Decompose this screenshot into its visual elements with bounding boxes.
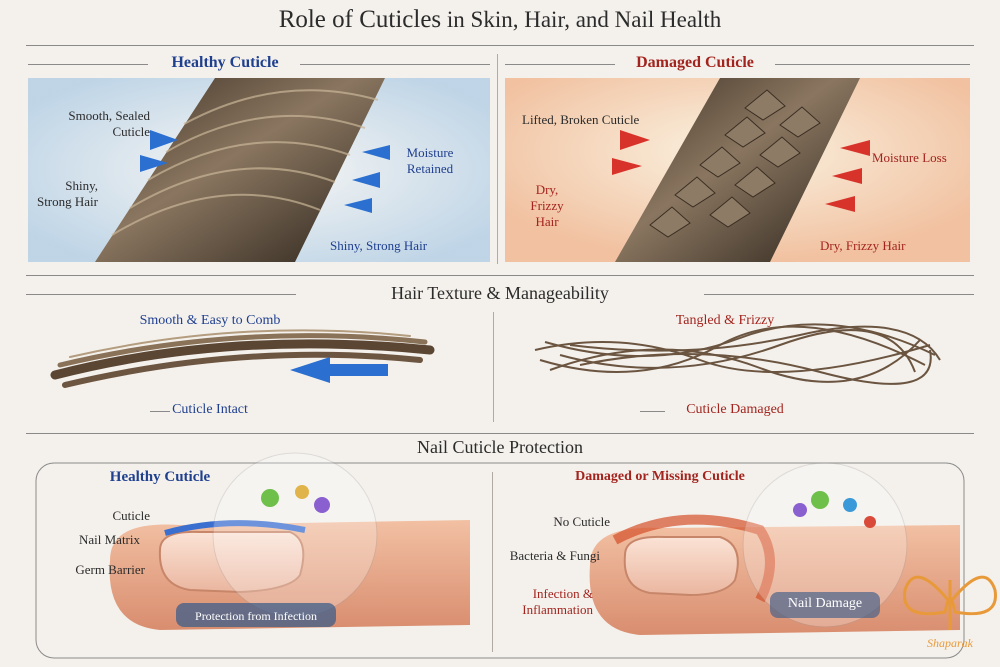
frizzy-hair-strands xyxy=(534,323,941,385)
label-moisture-retained: Moisture Retained xyxy=(406,145,454,176)
divider-s1-right-a xyxy=(505,64,615,65)
label-cuticle-intact: Cuticle Intact xyxy=(172,402,248,417)
tick-cuticle-damaged xyxy=(640,411,665,412)
tick-cuticle-intact xyxy=(150,411,170,412)
divider-s1-right-b xyxy=(775,64,970,65)
label-protection-from-infection: Protection from Infection xyxy=(195,609,317,623)
divider-s2-top xyxy=(26,275,974,276)
label-moisture-loss: Moisture Loss xyxy=(872,150,947,165)
nail-cuticle-heading: Nail Cuticle Protection xyxy=(350,437,650,458)
label-smooth-easy-comb: Smooth & Easy to Comb xyxy=(139,313,281,328)
divider-s1-left-a xyxy=(28,64,148,65)
label-nail-matrix: Nail Matrix xyxy=(78,532,140,547)
vertical-divider-s2 xyxy=(493,312,494,422)
label-dry-frizzy-hair-left: Dry, Frizzy Hair xyxy=(530,182,564,229)
damaged-finger xyxy=(589,462,960,635)
divider-s3-top xyxy=(26,433,974,434)
nail-damaged-heading: Damaged or Missing Cuticle xyxy=(575,469,745,484)
label-dry-frizzy-hair-bottom: Dry, Frizzy Hair xyxy=(820,238,906,253)
label-nail-damage: Nail Damage xyxy=(787,596,863,611)
nail-healthy-heading: Healthy Cuticle xyxy=(109,469,211,485)
page-title: Role of Cuticles in Skin, Hair, and Nail… xyxy=(0,6,1000,34)
label-shiny-strong-hair-bottom: Shiny, Strong Hair xyxy=(330,238,428,253)
label-infection-inflammation: Infection & Inflammation xyxy=(522,586,593,617)
label-no-cuticle: No Cuticle xyxy=(553,514,610,529)
smooth-hair-strands xyxy=(50,329,435,388)
title-underline xyxy=(26,45,974,46)
watermark-text: Shaparak xyxy=(927,636,973,650)
label-shiny-strong-hair-left: Shiny, Strong Hair xyxy=(36,178,98,209)
title-rest: in Skin, Hair, and Nail Health xyxy=(441,7,722,32)
damaged-hair-panel xyxy=(505,78,970,262)
divider-s2-left xyxy=(26,294,296,295)
label-lifted-broken-cuticle: Lifted, Broken Cuticle xyxy=(522,112,640,127)
hair-texture-heading: Hair Texture & Manageability xyxy=(300,283,700,304)
divider-s2-right xyxy=(704,294,974,295)
damaged-cuticle-heading: Damaged Cuticle xyxy=(636,54,754,71)
title-bold: Role of Cuticles xyxy=(278,6,442,33)
vertical-divider-s1 xyxy=(497,54,498,264)
vertical-divider-s3 xyxy=(492,472,493,652)
label-bacteria-fungi: Bacteria & Fungi xyxy=(509,548,600,563)
label-cuticle-damaged: Cuticle Damaged xyxy=(686,402,784,417)
label-tangled-frizzy: Tangled & Frizzy xyxy=(675,313,775,328)
healthy-cuticle-heading: Healthy Cuticle xyxy=(171,54,279,71)
healthy-hair-panel xyxy=(28,78,490,262)
label-smooth-sealed-cuticle: Smooth, Sealed Cuticle xyxy=(68,108,150,139)
nail-panel-border xyxy=(35,462,965,659)
label-cuticle: Cuticle xyxy=(112,508,150,523)
label-germ-barrier: Germ Barrier xyxy=(75,562,145,577)
butterfly-logo xyxy=(903,575,997,630)
healthy-finger xyxy=(109,452,471,630)
divider-s1-left-b xyxy=(300,64,490,65)
